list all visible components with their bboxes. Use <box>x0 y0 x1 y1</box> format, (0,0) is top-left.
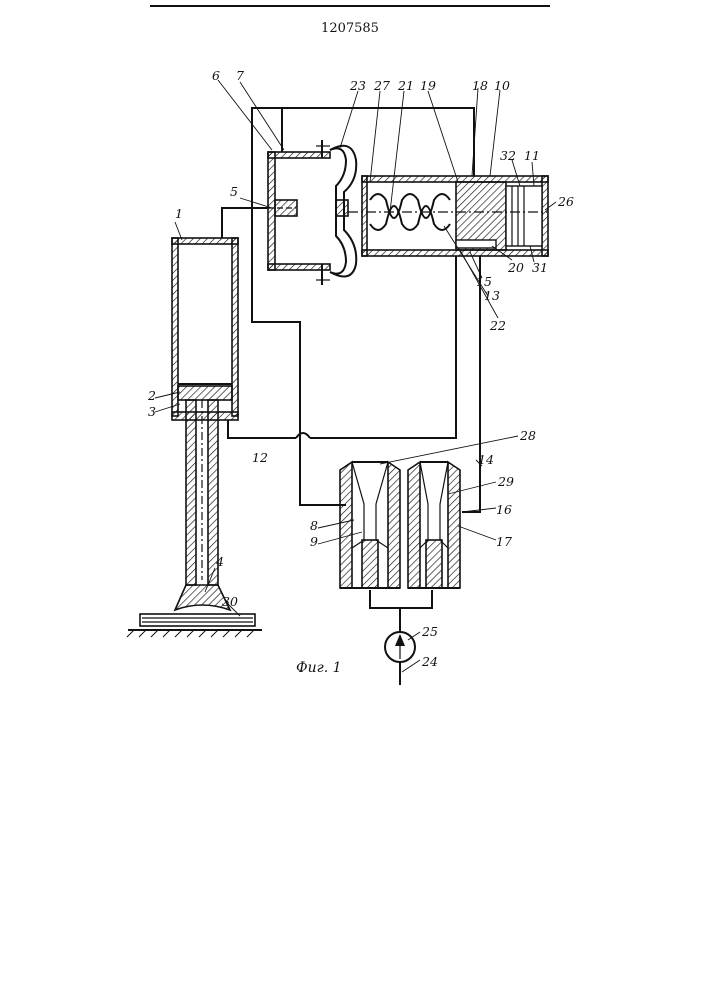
label-32: 32 <box>500 148 516 163</box>
label-22: 22 <box>489 318 506 333</box>
label-18: 18 <box>472 78 488 93</box>
label-15: 15 <box>476 274 492 289</box>
label-29: 29 <box>497 474 514 489</box>
label-16: 16 <box>496 502 512 517</box>
label-27: 27 <box>373 78 390 93</box>
label-20: 20 <box>507 260 524 275</box>
label-30: 30 <box>222 594 238 609</box>
label-1: 1 <box>175 206 183 221</box>
ejector-29 <box>408 462 460 588</box>
label-28: 28 <box>519 428 536 443</box>
workpiece-30 <box>127 614 262 637</box>
label-3: 3 <box>148 404 156 419</box>
label-13: 13 <box>484 288 500 303</box>
label-17: 17 <box>496 534 512 549</box>
label-19: 19 <box>420 78 436 93</box>
label-7: 7 <box>236 68 244 83</box>
cylinder-1 <box>172 238 238 420</box>
label-6: 6 <box>212 68 220 83</box>
ejector-28 <box>340 462 400 588</box>
label-23: 23 <box>349 78 366 93</box>
label-24: 24 <box>421 654 438 669</box>
label-31: 31 <box>532 260 548 275</box>
label-21: 21 <box>397 78 414 93</box>
label-26: 26 <box>557 194 574 209</box>
piston-rod <box>175 400 230 610</box>
label-14: 14 <box>478 452 494 467</box>
label-8: 8 <box>310 518 318 533</box>
label-11: 11 <box>524 148 540 163</box>
label-2: 2 <box>147 388 156 403</box>
figure-caption: Фиг. 1 <box>296 660 342 676</box>
pump-25 <box>385 632 415 662</box>
label-4: 4 <box>215 554 224 569</box>
label-9: 9 <box>310 534 318 549</box>
label-10: 10 <box>494 78 510 93</box>
diaphragm-chamber-6 <box>250 140 356 285</box>
label-5: 5 <box>230 184 238 199</box>
valve-housing-10 <box>348 176 548 256</box>
label-25: 25 <box>421 624 438 639</box>
label-12: 12 <box>252 450 268 465</box>
patent-number: 1207585 <box>321 21 379 36</box>
